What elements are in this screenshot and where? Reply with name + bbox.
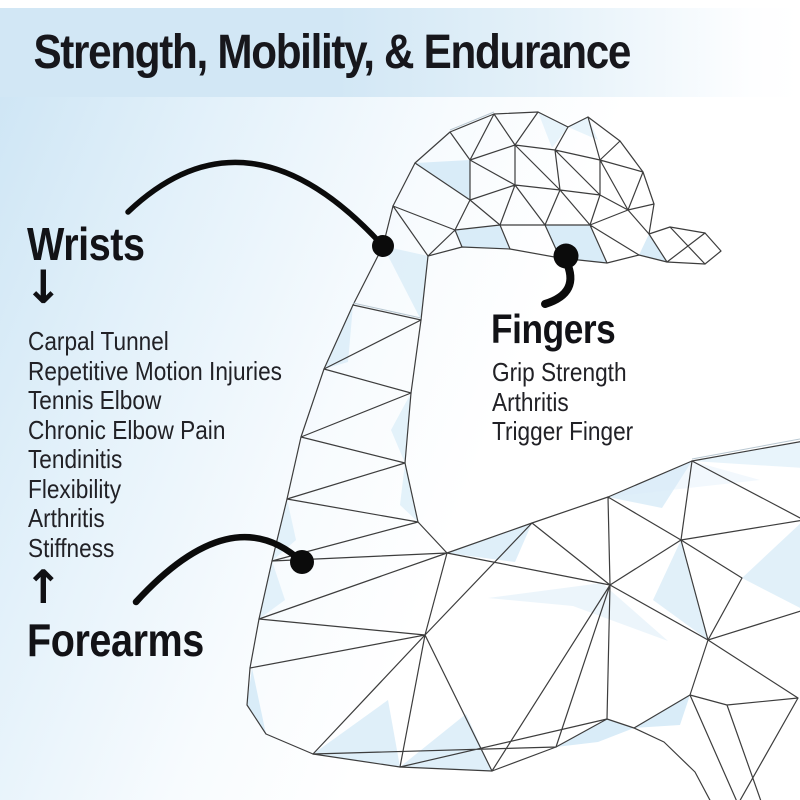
arm-mesh-lines: [246, 111, 800, 800]
page-title: Strength, Mobility, & Endurance: [33, 26, 631, 79]
arm-facets: [247, 112, 800, 771]
wrists-heading: Wrists: [27, 218, 145, 270]
condition-item: Carpal Tunnel: [28, 326, 169, 356]
callouts: [125, 159, 579, 606]
wrist-callout: [125, 159, 394, 257]
condition-item: Stiffness: [28, 532, 115, 563]
condition-item: Arthritis: [28, 503, 105, 533]
wrist-callout-arc: [125, 159, 386, 249]
forearm-callout-dot: [290, 550, 314, 574]
condition-item: Arthritis: [492, 386, 569, 417]
condition-item: Flexibility: [28, 473, 122, 504]
condition-item: Chronic Elbow Pain: [28, 414, 226, 445]
fingers-callout-dot: [553, 243, 579, 269]
fingers-heading: Fingers: [491, 306, 616, 352]
forearms-heading: Forearms: [27, 614, 204, 666]
condition-item: Tendinitis: [28, 444, 123, 474]
wrist-callout-dot: [372, 235, 394, 257]
condition-item: Tennis Elbow: [28, 385, 162, 415]
title-banner: Strength, Mobility, & Endurance: [0, 8, 800, 97]
condition-item: Repetitive Motion Injuries: [28, 355, 282, 386]
arm-highlight-lines: [352, 111, 800, 460]
condition-item: Trigger Finger: [492, 416, 634, 446]
fingers-callout: [541, 243, 579, 308]
up-arrow-icon: ↑: [24, 560, 63, 614]
forearm-callout-arc: [132, 533, 306, 606]
down-arrow-icon: ↓: [24, 260, 63, 314]
condition-item: Grip Strength: [492, 357, 627, 387]
forearm-callout: [132, 533, 314, 606]
